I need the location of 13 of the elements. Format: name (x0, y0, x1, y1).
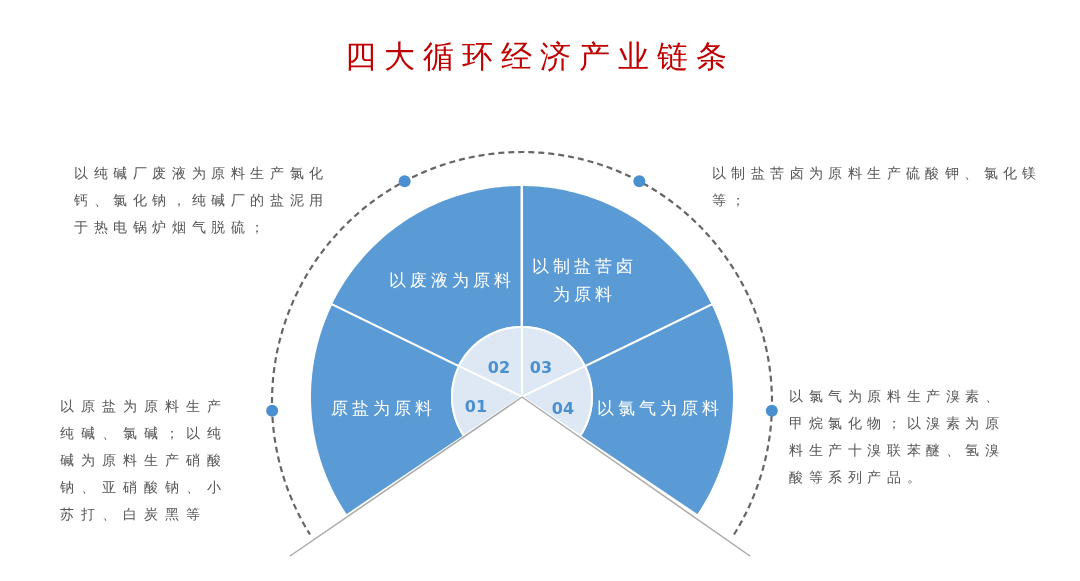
sector-label: 原盐为原料 (329, 397, 437, 420)
description-text: 以纯碱厂废液为原料生产氯化钙、氯化钠，纯碱厂的盐泥用于热电锅炉烟气脱硫； (74, 164, 330, 237)
step-number: 03 (528, 357, 554, 379)
description-text: 以原盐为原料生产纯碱、氯碱；以纯碱为原料生产硝酸钠、亚硝酸钠、小苏打、白炭黑等 (60, 397, 229, 524)
step-number: 02 (486, 357, 512, 379)
step-number: 04 (550, 398, 576, 420)
title: 四大循环经济产业链条 (344, 37, 736, 76)
sector-label: 以氯气为原料 (596, 397, 724, 420)
step-number: 01 (463, 396, 489, 418)
sector-label: 以制盐苦卤为原料 (530, 255, 638, 306)
description-text: 以氯气为原料生产溴素、甲烷氯化物；以溴素为原料生产十溴联苯醚、氢溴酸等系列产品。 (789, 387, 1006, 487)
sector-label: 以废液为原料 (388, 269, 516, 292)
description-text: 以制盐苦卤为原料生产硫酸钾、氯化镁等； (712, 164, 1043, 210)
